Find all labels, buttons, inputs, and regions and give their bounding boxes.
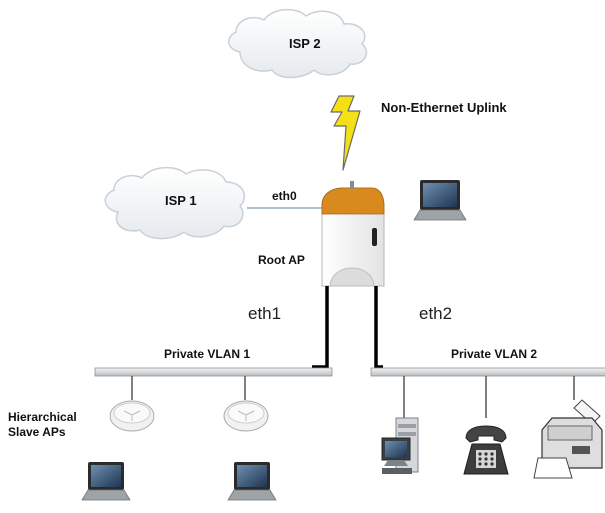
laptop-icon [413, 180, 467, 221]
access-point-icon [321, 181, 385, 287]
telephone [463, 425, 509, 475]
eth1-link [312, 286, 329, 369]
slave-aps-label: Hierarchical Slave APs [8, 410, 77, 439]
vlan2-bus [370, 367, 605, 377]
access-point-icon [223, 400, 269, 432]
eth2-label: eth2 [419, 304, 453, 323]
printer-icon [533, 399, 603, 479]
laptop-icon [81, 462, 131, 501]
eth0-label: eth0 [272, 189, 297, 203]
telephone-icon [463, 425, 509, 475]
eth2-link [374, 286, 383, 369]
laptop-wireless-client [413, 180, 467, 221]
cloud-icon [104, 166, 246, 240]
isp2-label: ISP 2 [289, 36, 321, 51]
isp1-cloud [104, 166, 246, 240]
laptop-icon [227, 462, 277, 501]
eth1-label: eth1 [248, 304, 282, 323]
isp2-cloud [228, 8, 368, 79]
laptop-client-1 [81, 462, 131, 501]
slave-ap-2 [223, 400, 269, 432]
cloud-icon [228, 8, 368, 79]
root-ap [321, 181, 385, 287]
desktop-computer [381, 417, 419, 474]
vlan2-label: Private VLAN 2 [451, 347, 538, 361]
isp1-label: ISP 1 [165, 193, 197, 208]
vlan1-label: Private VLAN 1 [164, 347, 251, 361]
slave-ap-1 [109, 400, 155, 432]
vlan1-bus [94, 367, 333, 377]
uplink-label: Non-Ethernet Uplink [381, 100, 507, 115]
access-point-icon [109, 400, 155, 432]
root-ap-label: Root AP [258, 253, 305, 267]
desktop-computer-icon [381, 417, 419, 474]
printer [533, 399, 603, 479]
lightning-icon [330, 95, 361, 171]
laptop-client-2 [227, 462, 277, 501]
